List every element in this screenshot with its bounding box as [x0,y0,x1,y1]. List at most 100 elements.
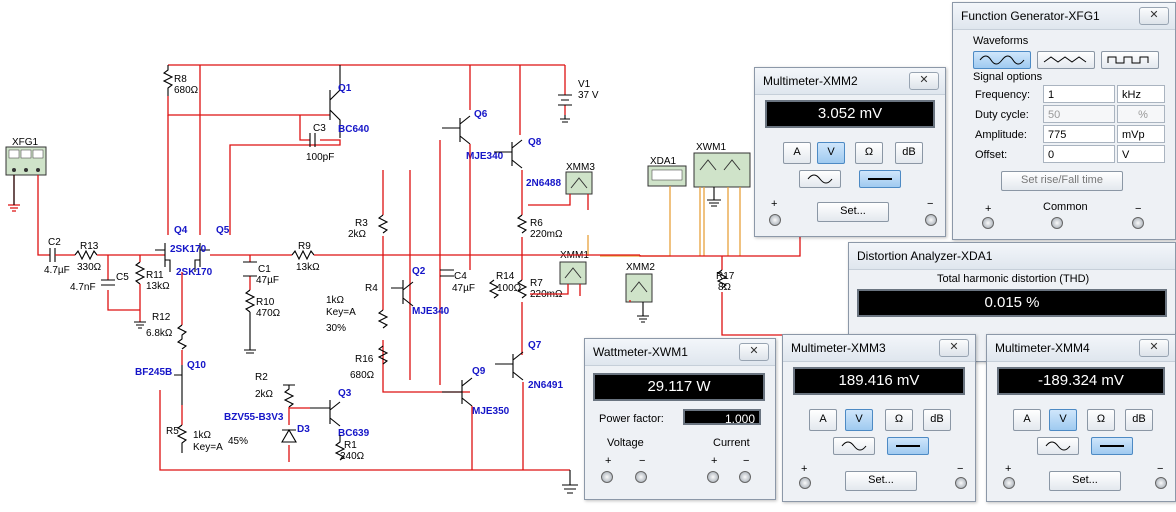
c3-value: 100pF [306,152,334,163]
xmm2-set-button[interactable]: Set... [817,202,889,222]
xmm3-minus-terminal[interactable] [955,477,967,489]
current-plus-terminal[interactable] [707,471,719,483]
offset-input[interactable]: 0 [1043,145,1115,163]
q3-part: BC639 [338,428,370,439]
sine-wave-button[interactable] [973,51,1031,69]
xfg1-plus-terminal[interactable] [982,217,994,229]
xwm1-close-button[interactable]: ✕ [739,343,769,361]
xfg1-close-button[interactable]: ✕ [1139,7,1169,25]
xmm2-minus-terminal[interactable] [925,214,937,226]
xmm2-plus-terminal[interactable] [769,214,781,226]
xwm1-window[interactable]: Wattmeter-XWM1 ✕ 29.117 W Power factor: … [584,338,776,500]
set-rise-fall-button[interactable]: Set rise/Fall time [1001,171,1123,191]
xfg1-minus-terminal[interactable] [1132,217,1144,229]
duty-cycle-input[interactable]: 50 [1043,105,1115,123]
power-factor-value: 1.000 [724,412,755,426]
q2-part: MJE340 [412,306,450,317]
xda1-label: XDA1 [650,156,677,167]
xmm2-window[interactable]: Multimeter-XMM2 ✕ 3.052 mV A V Ω dB + Se… [754,67,946,237]
r9-label: R9 [298,241,311,252]
xmm2-ohmmeter-button[interactable]: Ω [855,142,883,164]
xmm3-ammeter-button[interactable]: A [809,409,837,431]
xfg1-title: Function Generator-XFG1 [961,9,1100,23]
power-factor-display: 1.000 [683,409,761,426]
xmm4-set-button[interactable]: Set... [1049,471,1121,491]
xmm2-reading: 3.052 mV [817,105,883,122]
xwm1-titlebar[interactable]: Wattmeter-XWM1 ✕ [585,339,775,366]
q5-label: Q5 [216,225,230,236]
xmm2-ac-button[interactable] [799,170,841,188]
xmm3-voltmeter-button[interactable]: V [845,409,873,431]
r3-label: R3 [355,218,368,229]
xfg1-common-terminal[interactable] [1051,217,1063,229]
duty-cycle-label: Duty cycle: [975,109,1029,121]
xmm4-reading: -189.324 mV [1038,372,1124,389]
xmm3-plus-label: + [801,463,808,475]
waveforms-label: Waveforms [973,35,1029,47]
xmm3-db-button[interactable]: dB [923,409,951,431]
xmm3-window[interactable]: Multimeter-XMM3 ✕ 189.416 mV A V Ω dB + … [782,334,976,502]
voltage-plus-terminal[interactable] [601,471,613,483]
xmm4-titlebar[interactable]: Multimeter-XMM4 ✕ [987,335,1175,362]
xmm3-set-button[interactable]: Set... [845,471,917,491]
xda1-title: Distortion Analyzer-XDA1 [857,249,993,263]
close-icon: ✕ [1149,9,1159,21]
r4-key: Key=A [326,307,356,318]
xda1-instrument-icon[interactable]: XDA1 [647,156,687,187]
voltage-minus-terminal[interactable] [635,471,647,483]
q3-label: Q3 [338,388,352,399]
xmm4-voltmeter-button[interactable]: V [1049,409,1077,431]
frequency-input[interactable]: 1 [1043,85,1115,103]
xmm3-instrument-icon[interactable]: XMM3 [565,162,595,195]
xmm2-db-button[interactable]: dB [895,142,923,164]
xmm3-ac-button[interactable] [833,437,875,455]
xmm2-voltmeter-button[interactable]: V [817,142,845,164]
xmm3-titlebar[interactable]: Multimeter-XMM3 ✕ [783,335,975,362]
frequency-unit-select[interactable]: kHz [1117,85,1165,103]
xmm4-dc-button[interactable] [1091,437,1133,455]
r8-label: R8 [174,74,187,85]
xmm2-titlebar[interactable]: Multimeter-XMM2 ✕ [755,68,945,95]
r4-value: 1kΩ [326,295,345,306]
xmm4-close-button[interactable]: ✕ [1139,339,1169,357]
current-plus-label: + [711,455,718,467]
xmm4-ammeter-button[interactable]: A [1013,409,1041,431]
xmm4-plus-terminal[interactable] [1003,477,1015,489]
xmm4-minus-terminal[interactable] [1155,477,1167,489]
q10-label: Q10 [187,360,206,371]
xmm2-minus-label: − [927,198,934,210]
amplitude-input[interactable]: 775 [1043,125,1115,143]
offset-unit-select[interactable]: V [1117,145,1165,163]
square-wave-icon [1107,56,1149,64]
xmm4-window[interactable]: Multimeter-XMM4 ✕ -189.324 mV A V Ω dB +… [986,334,1176,502]
voltage-plus-label: + [605,455,612,467]
triangle-wave-button[interactable] [1037,51,1095,69]
xmm2-dc-button[interactable] [859,170,901,188]
xmm3-close-button[interactable]: ✕ [939,339,969,357]
amplitude-label: Amplitude: [975,129,1027,141]
xmm2-close-button[interactable]: ✕ [909,72,939,90]
xmm3-plus-terminal[interactable] [799,477,811,489]
r14-label: R14 [496,271,515,282]
amplitude-unit-select[interactable]: mVp [1117,125,1165,143]
xfg1-titlebar[interactable]: Function Generator-XFG1 ✕ [953,3,1175,30]
xwm1-title: Wattmeter-XWM1 [593,345,688,359]
xmm2-label: XMM2 [626,262,655,273]
xmm2-ammeter-button[interactable]: A [783,142,811,164]
q6-label: Q6 [474,109,488,120]
square-wave-button[interactable] [1101,51,1159,69]
r2-label: R2 [255,372,268,383]
xmm4-ohmmeter-button[interactable]: Ω [1087,409,1115,431]
current-minus-terminal[interactable] [739,471,751,483]
xmm4-ac-button[interactable] [1037,437,1079,455]
xmm3-ohmmeter-button[interactable]: Ω [885,409,913,431]
xmm4-db-button[interactable]: dB [1125,409,1153,431]
xwm1-reading-display: 29.117 W [593,373,765,401]
xfg1-instrument-icon[interactable]: XFG1 [5,137,47,176]
xwm1-instrument-icon[interactable]: XWM1 [693,142,751,188]
xmm3-dc-button[interactable] [887,437,929,455]
xfg1-window[interactable]: Function Generator-XFG1 ✕ Waveforms Sign… [952,2,1176,240]
xmm2-instrument-icon[interactable]: XMM2 [625,262,655,303]
xda1-titlebar[interactable]: Distortion Analyzer-XDA1 [849,243,1175,270]
